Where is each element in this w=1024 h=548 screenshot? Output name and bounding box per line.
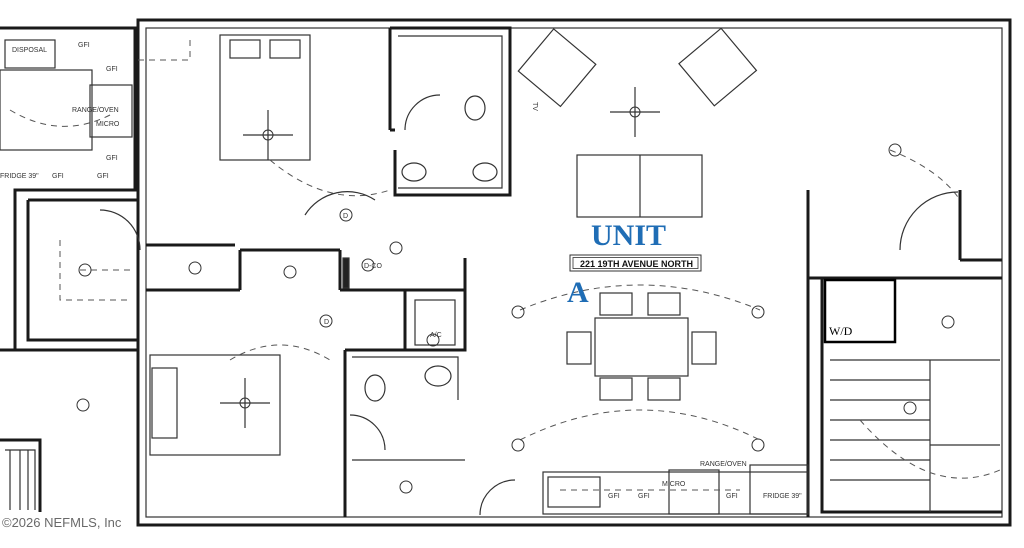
gfi-label: GFI: [638, 493, 650, 500]
labels: DISPOSAL GFI GFI RANGE/OVEN MICRO GFI FR…: [0, 42, 853, 530]
dryer-label: D: [343, 213, 348, 220]
fridge-label: FRIDGE 39": [763, 493, 802, 500]
tv-label: TV: [531, 102, 538, 111]
dryer-co-label: D-CO: [364, 263, 382, 270]
range-oven-label: RANGE/OVEN: [72, 107, 119, 114]
washer-dryer-label: W/D: [829, 324, 853, 338]
ac-label: A/C: [430, 332, 442, 339]
bed-2: [149, 354, 281, 456]
address-label: 221 19TH AVENUE NORTH: [580, 259, 693, 269]
unit-title: UNIT: [591, 219, 666, 252]
armchair-right: [678, 27, 758, 107]
fridge-label: FRIDGE 39": [0, 173, 39, 180]
bed-1: [219, 34, 311, 161]
copyright-watermark: ©2026 NEFMLS, Inc: [2, 515, 122, 530]
ceiling-fan-icon: [220, 378, 270, 428]
gfi-label: GFI: [608, 493, 620, 500]
furniture: [0, 27, 897, 515]
gfi-label: GFI: [106, 66, 118, 73]
unit-letter: A: [567, 276, 589, 309]
ac-unit: [414, 299, 456, 346]
ceiling-fan-icon: [610, 87, 660, 137]
disposal-label: DISPOSAL: [12, 47, 47, 54]
doors: [99, 94, 959, 516]
ceiling-fan-icon: [243, 110, 293, 160]
micro-label: MICRO: [662, 481, 686, 488]
micro-label: MICRO: [96, 121, 120, 128]
kitchen-sink: [547, 476, 601, 508]
range-oven-label: RANGE/OVEN: [700, 461, 747, 468]
dining-table: [594, 317, 689, 377]
washer-dryer-closet: [823, 278, 897, 344]
fridge: [749, 464, 809, 515]
gfi-label: GFI: [78, 42, 90, 49]
kitchen-sink-top: [4, 39, 56, 69]
range: [668, 469, 720, 515]
gfi-label: GFI: [106, 155, 118, 162]
walls: [0, 18, 1012, 527]
gfi-label: GFI: [726, 493, 738, 500]
light-fixtures: [76, 143, 955, 494]
armchair-left: [517, 28, 597, 108]
gfi-label: GFI: [52, 173, 64, 180]
ceiling-fans: [220, 87, 660, 428]
wiring: [9, 40, 1001, 491]
dryer-label: D: [324, 319, 329, 326]
range-top: [89, 84, 133, 138]
address-box: [569, 254, 702, 272]
gfi-label: GFI: [97, 173, 109, 180]
